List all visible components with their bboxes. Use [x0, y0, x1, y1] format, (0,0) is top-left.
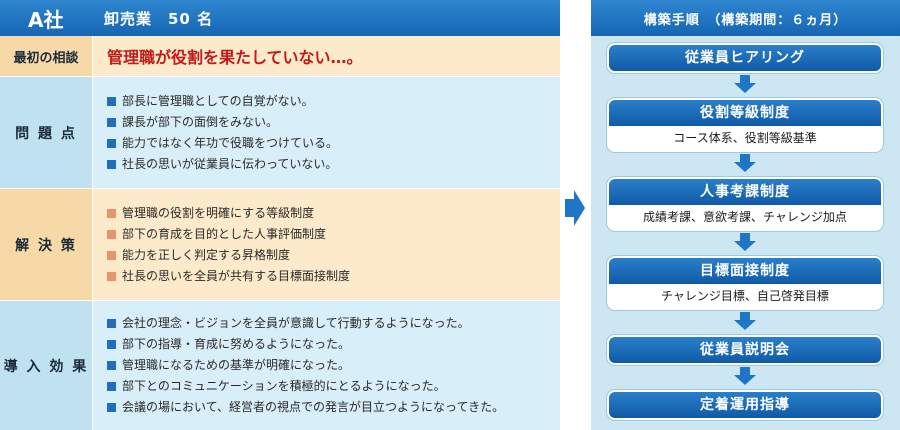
- step-title: 役割等級制度: [609, 100, 881, 126]
- consult-label: 最初の相談: [0, 36, 92, 76]
- effect-text: 会社の理念・ビジョンを全員が意識して行動するようになった。: [122, 316, 470, 330]
- square-bullet-icon: [107, 208, 116, 218]
- square-bullet-icon: [107, 250, 116, 260]
- solution-label: 解 決 策: [0, 189, 92, 300]
- problem-text: 能力ではなく年功で役職をつけている。: [122, 135, 339, 150]
- problem-list: 部長に管理職としての自覚がない。 課長が部下の面倒をみない。 能力ではなく年功で…: [92, 77, 560, 188]
- list-item: 会社の理念・ビジョンを全員が意識して行動するようになった。: [107, 313, 560, 334]
- problem-text: 社長の思いが従業員に伝わっていない。: [122, 156, 338, 171]
- solution-text: 能力を正しく判定する昇格制度: [122, 247, 291, 262]
- square-bullet-icon: [107, 96, 116, 106]
- effect-text: 部下の指導・育成に努めるようになった。: [122, 337, 351, 351]
- procedure-header: 構築手順 （構築期間：６ヵ月）: [591, 0, 900, 36]
- consult-text: 管理職が役割を果たしていない…。: [107, 48, 363, 67]
- step-goal-interview: 目標面接制度 チャレンジ目標、自己啓発目標: [607, 256, 883, 310]
- square-bullet-icon: [107, 382, 116, 391]
- step-subtitle: コース体系、役割等級基準: [609, 126, 881, 150]
- company-name: A社: [28, 7, 64, 32]
- list-item: 部下とのコミュニケーションを積極的にとるようになった。: [107, 376, 560, 397]
- problem-label: 問 題 点: [0, 77, 92, 188]
- list-item: 部下の育成を目的とした人事評価制度: [107, 224, 560, 245]
- step-title: 定着運用指導: [609, 392, 881, 418]
- step-personnel-evaluation: 人事考課制度 成績考課、意欲考課、チャレンジ加点: [607, 177, 883, 231]
- solution-text: 管理職の役割を明確にする等級制度: [122, 205, 315, 220]
- effect-text: 会議の場において、経営者の視点での発言が目立つようになってきた。: [122, 400, 505, 414]
- square-bullet-icon: [107, 138, 116, 148]
- down-arrow-icon: [734, 312, 756, 330]
- step-subtitle: チャレンジ目標、自己啓発目標: [609, 284, 881, 308]
- down-arrow-icon: [734, 233, 756, 251]
- problem-text: 部長に管理職としての自覚がない。: [122, 93, 314, 108]
- step-title: 目標面接制度: [609, 258, 881, 284]
- problem-text: 課長が部下の面倒をみない。: [122, 114, 279, 129]
- square-bullet-icon: [107, 117, 116, 127]
- problem-row: 問 題 点 部長に管理職としての自覚がない。 課長が部下の面倒をみない。 能力で…: [0, 77, 560, 188]
- company-info: 卸売業 50 名: [104, 9, 214, 28]
- effect-text: 部下とのコミュニケーションを積極的にとるようになった。: [122, 379, 446, 393]
- step-title: 従業員ヒアリング: [609, 45, 881, 71]
- square-bullet-icon: [107, 361, 116, 370]
- list-item: 社長の思いを全員が共有する目標面接制度: [107, 266, 560, 287]
- down-arrow-icon: [734, 75, 756, 93]
- procedure-panel: 構築手順 （構築期間：６ヵ月） 従業員ヒアリング 役割等級制度 コース体系、役割…: [591, 0, 900, 430]
- solution-list: 管理職の役割を明確にする等級制度 部下の育成を目的とした人事評価制度 能力を正し…: [92, 189, 560, 300]
- right-arrow-icon: [565, 190, 585, 226]
- list-item: 能力ではなく年功で役職をつけている。: [107, 133, 560, 154]
- down-arrow-icon: [734, 154, 756, 172]
- case-panel: A社 卸売業 50 名 最初の相談 管理職が役割を果たしていない…。 問 題 点…: [0, 0, 560, 430]
- square-bullet-icon: [107, 340, 116, 349]
- down-arrow-icon: [734, 367, 756, 385]
- case-header: A社 卸売業 50 名: [0, 0, 560, 36]
- step-employee-hearing: 従業員ヒアリング: [607, 43, 883, 73]
- list-item: 部長に管理職としての自覚がない。: [107, 91, 560, 112]
- list-item: 管理職になるための基準が明確になった。: [107, 355, 560, 376]
- solution-text: 社長の思いを全員が共有する目標面接制度: [122, 268, 351, 283]
- effect-row: 導 入 効 果 会社の理念・ビジョンを全員が意識して行動するようになった。 部下…: [0, 301, 560, 430]
- list-item: 課長が部下の面倒をみない。: [107, 112, 560, 133]
- square-bullet-icon: [107, 403, 116, 412]
- step-employee-briefing: 従業員説明会: [607, 335, 883, 365]
- list-item: 部下の指導・育成に努めるようになった。: [107, 334, 560, 355]
- solution-text: 部下の育成を目的とした人事評価制度: [122, 226, 327, 241]
- effect-text: 管理職になるための基準が明確になった。: [122, 358, 351, 372]
- effect-list: 会社の理念・ビジョンを全員が意識して行動するようになった。 部下の指導・育成に努…: [92, 301, 560, 430]
- square-bullet-icon: [107, 229, 116, 239]
- list-item: 社長の思いが従業員に伝わっていない。: [107, 154, 560, 175]
- consult-row: 最初の相談 管理職が役割を果たしていない…。: [0, 36, 560, 76]
- list-item: 会議の場において、経営者の視点での発言が目立つようになってきた。: [107, 397, 560, 418]
- step-operation-guidance: 定着運用指導: [607, 390, 883, 420]
- list-item: 管理職の役割を明確にする等級制度: [107, 203, 560, 224]
- consult-body: 管理職が役割を果たしていない…。: [92, 36, 560, 76]
- step-title: 従業員説明会: [609, 337, 881, 363]
- square-bullet-icon: [107, 319, 116, 328]
- step-title: 人事考課制度: [609, 179, 881, 205]
- effect-label: 導 入 効 果: [0, 301, 92, 430]
- list-item: 能力を正しく判定する昇格制度: [107, 245, 560, 266]
- square-bullet-icon: [107, 271, 116, 281]
- square-bullet-icon: [107, 159, 116, 169]
- step-role-grade: 役割等級制度 コース体系、役割等級基準: [607, 98, 883, 152]
- step-subtitle: 成績考課、意欲考課、チャレンジ加点: [609, 205, 881, 229]
- solution-row: 解 決 策 管理職の役割を明確にする等級制度 部下の育成を目的とした人事評価制度…: [0, 189, 560, 300]
